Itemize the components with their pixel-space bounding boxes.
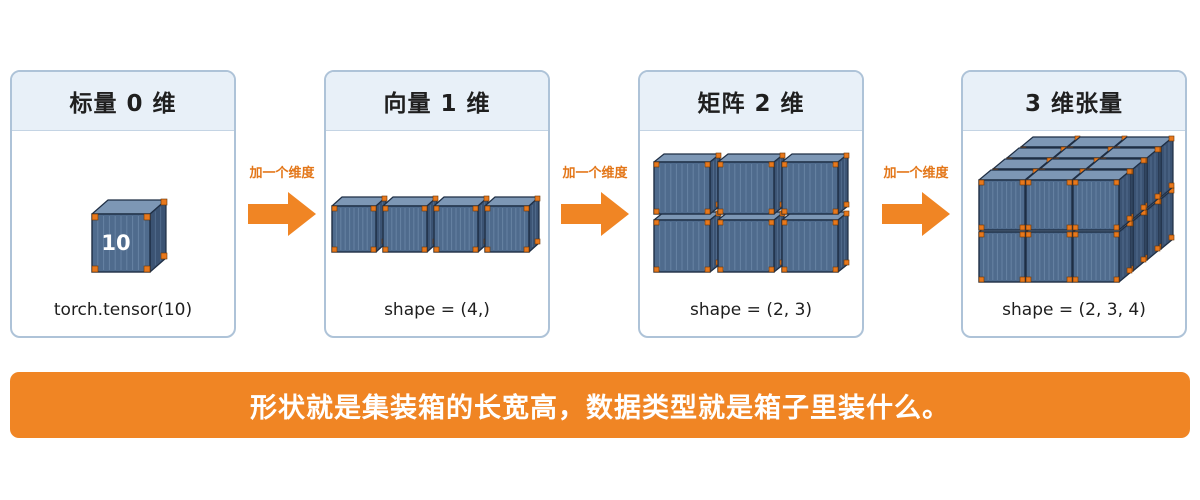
scalar-value-label: 10: [101, 231, 130, 255]
shipping-container-icon: [91, 198, 168, 273]
add-dimension-connector: 加一个维度: [242, 162, 322, 242]
container-group: [978, 135, 1175, 283]
shipping-container-icon: [484, 195, 541, 253]
panel-tensor-3d: 3 维张量 shape = (2, 3, 4): [961, 70, 1187, 338]
container-group: 10: [91, 198, 168, 273]
shipping-container-icon: [653, 210, 722, 273]
panel-caption: shape = (2, 3): [689, 300, 813, 320]
connector-label: 加一个维度: [883, 166, 949, 181]
tensor-container-figure: [963, 132, 1185, 300]
summary-banner: 形状就是集装箱的长宽高，数据类型就是箱子里装什么。: [10, 372, 1190, 438]
panel-matrix: 矩阵 2 维 shape = (2, 3): [638, 70, 864, 338]
panel-caption: shape = (4,): [384, 300, 490, 320]
add-dimension-connector: 加一个维度: [555, 162, 635, 242]
panel-title: 矩阵 2 维: [640, 72, 862, 131]
vector-container-figure: [326, 132, 548, 300]
container-group: [331, 195, 541, 253]
matrix-container-figure: [640, 132, 862, 300]
add-dimension-connector: 加一个维度: [876, 162, 956, 242]
shipping-container-icon: [717, 152, 786, 215]
right-arrow-icon: [882, 192, 950, 236]
panel-title: 向量 1 维: [326, 72, 548, 131]
shipping-container-icon: [382, 195, 439, 253]
container-group: [653, 152, 850, 273]
right-arrow-icon: [248, 192, 316, 236]
shipping-container-icon: [653, 152, 722, 215]
right-arrow-icon: [561, 192, 629, 236]
shipping-container-icon: [331, 195, 388, 253]
panel-title: 标量 0 维: [12, 72, 234, 131]
shipping-container-icon: [781, 152, 850, 215]
panel-title: 3 维张量: [963, 72, 1185, 131]
scalar-container-figure: 10: [12, 132, 234, 300]
shipping-container-icon: [781, 210, 850, 273]
panel-caption: shape = (2, 3, 4): [1002, 300, 1146, 320]
panel-scalar: 标量 0 维 10 torch.tensor(10): [10, 70, 236, 338]
connector-label: 加一个维度: [249, 166, 315, 181]
shipping-container-icon: [433, 195, 490, 253]
panel-caption: torch.tensor(10): [53, 300, 193, 320]
shipping-container-icon: [717, 210, 786, 273]
panel-vector: 向量 1 维 shape = (4,): [324, 70, 550, 338]
shipping-container-icon: [1072, 168, 1133, 231]
connector-label: 加一个维度: [562, 166, 628, 181]
